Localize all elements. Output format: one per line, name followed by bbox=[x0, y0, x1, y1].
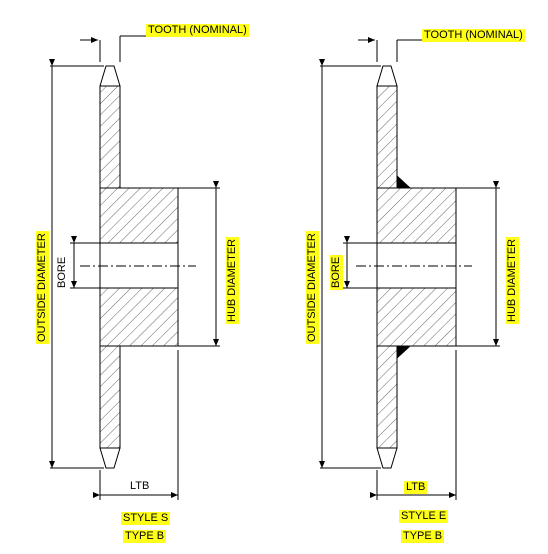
weld-fillet-upper bbox=[396, 174, 412, 189]
style-label: STYLE S bbox=[121, 512, 171, 525]
type-label: TYPE B bbox=[123, 530, 167, 543]
tooth-nominal-label: TOOTH (NOMINAL) bbox=[146, 24, 249, 37]
lower-plate-section bbox=[99, 345, 121, 449]
ltb-label: LTB bbox=[404, 481, 428, 494]
hub-upper-section bbox=[99, 187, 179, 244]
ltb-label: LTB bbox=[130, 480, 150, 492]
style-label: STYLE E bbox=[399, 510, 449, 523]
bore-label: BORE bbox=[330, 254, 343, 290]
outside-diameter-label: OUTSIDE DIAMETER bbox=[306, 231, 319, 344]
upper-plate-section bbox=[99, 85, 121, 189]
hub-diameter-label: HUB DIAMETER bbox=[226, 236, 239, 324]
hub-lower-section bbox=[99, 287, 179, 347]
type-label: TYPE B bbox=[401, 530, 445, 543]
bore-label: BORE bbox=[56, 256, 68, 288]
weld-fillet-lower bbox=[396, 345, 412, 360]
lower-plate-section bbox=[376, 345, 398, 449]
upper-plate-section bbox=[376, 85, 398, 189]
sprocket-style-s bbox=[49, 35, 220, 500]
lower-tooth bbox=[376, 447, 398, 469]
outside-diameter-label: OUTSIDE DIAMETER bbox=[36, 231, 49, 344]
lower-tooth bbox=[99, 447, 121, 469]
upper-tooth bbox=[376, 65, 398, 87]
sprocket-style-e bbox=[319, 37, 500, 500]
hub-lower-section bbox=[376, 287, 457, 347]
hub-diameter-label: HUB DIAMETER bbox=[506, 236, 519, 324]
tooth-nominal-label: TOOTH (NOMINAL) bbox=[422, 29, 525, 42]
upper-tooth bbox=[99, 65, 121, 87]
hub-upper-section bbox=[376, 187, 457, 244]
